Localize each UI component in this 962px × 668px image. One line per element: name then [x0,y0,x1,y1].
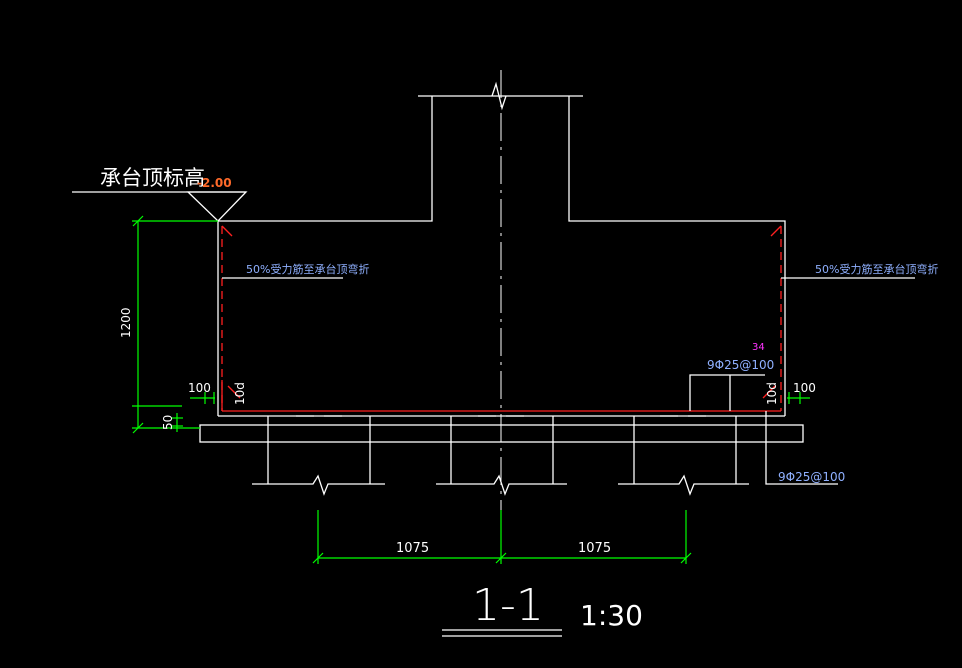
anchor-right-label: 10d [765,382,779,405]
dim-edge-left: 100 [188,381,211,395]
dim-height: 1200 [119,307,133,338]
dim-span-left: 1075 [396,541,429,556]
elevation-marker [72,191,248,222]
rebar-count: 34 [752,342,765,353]
dimension-lines [132,215,810,564]
anchor-left-label: 10d [233,382,247,405]
section-scale: 1:30 [580,599,643,632]
elevation-label: 承台顶标高 [100,166,205,190]
elevation-value: -2.00 [197,176,232,190]
note-left: 50%受力筋至承台顶弯折 [246,262,369,276]
note-right: 50%受力筋至承台顶弯折 [815,262,938,276]
title-underline [442,629,562,637]
note-leaders [222,277,915,485]
dim-span-right: 1075 [578,541,611,556]
section-title: 1-1 [472,580,544,631]
column-break-symbol [491,81,507,111]
rebar [221,225,782,412]
dim-cover: 50 [161,415,175,430]
piles [252,416,749,496]
rebar-bottom-label: 9Φ25@100 [778,470,845,484]
rebar-top-label: 9Φ25@100 [707,358,774,372]
dim-edge-right: 100 [793,381,816,395]
